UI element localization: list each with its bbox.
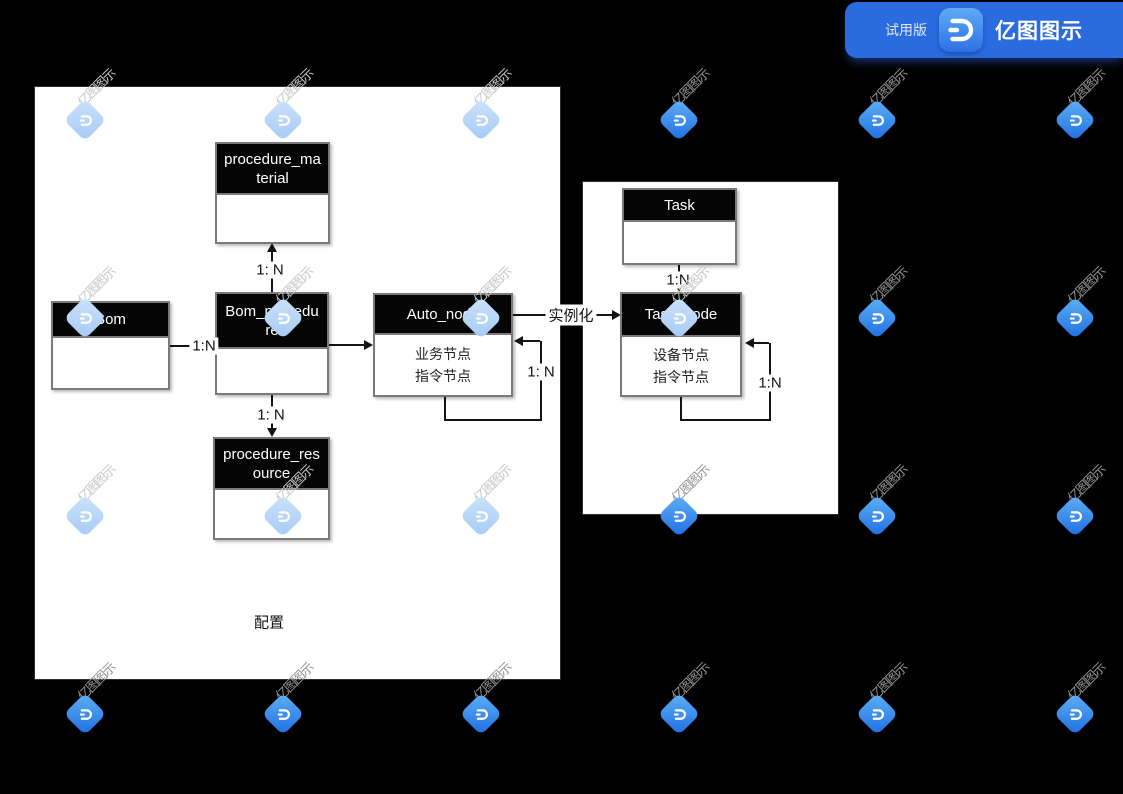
entity-title: procedure_res ource <box>223 445 320 482</box>
edraw-logo-icon <box>261 692 305 736</box>
watermark-text: 亿图图示 <box>1064 462 1108 506</box>
entity-body <box>217 349 327 393</box>
entity-header: Task <box>624 190 735 222</box>
edraw-logo-icon <box>1053 692 1097 736</box>
trial-banner[interactable]: 试用版 亿图图示 <box>845 2 1123 58</box>
entity-title: Bom_procedu re <box>225 302 319 339</box>
entity-header: procedure_res ource <box>215 439 328 490</box>
edraw-logo-icon <box>855 98 899 142</box>
trial-version-label: 试用版 <box>885 22 927 38</box>
arrowhead-right <box>612 310 621 320</box>
connector-autonode-loop-seg1[interactable] <box>444 397 446 421</box>
watermark-dark: 亿图图示 <box>855 66 910 142</box>
entity-body <box>215 490 328 538</box>
edraw-logo-icon <box>459 692 503 736</box>
entity-header: procedure_ma terial <box>217 144 328 195</box>
watermark-text: 亿图图示 <box>866 66 910 110</box>
connector-tasknode-loop-seg2[interactable] <box>680 419 771 421</box>
relation-label-bomprocedure-material[interactable]: 1: N <box>253 261 287 279</box>
connector-tasknode-loop-seg4[interactable] <box>753 342 769 344</box>
watermark-dark: 亿图图示 <box>657 660 712 736</box>
relation-label-autonode-loop[interactable]: 1: N <box>524 363 558 381</box>
entity-title: Task <box>664 196 695 214</box>
watermark-text: 亿图图示 <box>866 660 910 704</box>
arrowhead-up <box>267 243 277 252</box>
entity-header: Task_node <box>622 294 740 337</box>
watermark-dark: 亿图图示 <box>1053 264 1108 340</box>
watermark-text: 亿图图示 <box>668 66 712 110</box>
watermark-dark: 亿图图示 <box>657 66 712 142</box>
watermark-text: 亿图图示 <box>1064 66 1108 110</box>
edraw-logo-icon <box>855 692 899 736</box>
watermark-dark: 亿图图示 <box>1053 660 1108 736</box>
entity-procedure-resource[interactable]: procedure_res ource <box>213 437 330 540</box>
watermark-text: 亿图图示 <box>866 264 910 308</box>
entity-bom[interactable]: Bom <box>51 301 170 390</box>
entity-body-text: 设备节点 指令节点 <box>653 347 709 385</box>
arrowhead-right <box>364 340 373 350</box>
entity-body <box>624 222 735 263</box>
watermark-dark: 亿图图示 <box>459 660 514 736</box>
watermark-text: 亿图图示 <box>1064 660 1108 704</box>
watermark-dark: 亿图图示 <box>1053 462 1108 538</box>
watermark-text: 亿图图示 <box>866 462 910 506</box>
watermark-dark: 亿图图示 <box>1053 66 1108 142</box>
relation-label-tasknode-loop[interactable]: 1:N <box>755 374 785 392</box>
connector-autonode-loop-seg2[interactable] <box>444 419 542 421</box>
relation-label-task-tasknode[interactable]: 1:N <box>663 271 693 289</box>
entity-title: Auto_node <box>406 305 480 323</box>
watermark-text: 亿图图示 <box>668 660 712 704</box>
connector-bomprocedure-autonode[interactable] <box>329 344 367 346</box>
entity-title: procedure_ma terial <box>224 150 321 187</box>
connector-autonode-loop-seg4[interactable] <box>522 340 540 342</box>
entity-body: 设备节点 指令节点 <box>622 337 740 395</box>
brand-name: 亿图图示 <box>995 20 1083 43</box>
watermark-text: 亿图图示 <box>1064 264 1108 308</box>
entity-title: Task_node <box>644 306 718 323</box>
entity-header: Bom_procedu re <box>217 294 327 349</box>
edraw-logo-icon <box>1053 296 1097 340</box>
watermark-dark: 亿图图示 <box>855 660 910 736</box>
edraw-logo-icon <box>63 692 107 736</box>
entity-procedure-material[interactable]: procedure_ma terial <box>215 142 330 244</box>
watermark-dark: 亿图图示 <box>855 264 910 340</box>
entity-body: 业务节点 指令节点 <box>375 335 511 395</box>
entity-auto-node[interactable]: Auto_node 业务节点 指令节点 <box>373 293 513 397</box>
edraw-logo-icon <box>1053 98 1097 142</box>
entity-body <box>217 195 328 242</box>
entity-title: Bom <box>95 311 126 328</box>
edraw-logo-icon <box>657 98 701 142</box>
relation-label-bom-bomprocedure[interactable]: 1:N <box>189 337 219 355</box>
entity-body-text: 业务节点 指令节点 <box>415 346 471 384</box>
connector-autonode-loop-seg3[interactable] <box>540 341 542 421</box>
arrowhead-left <box>745 338 754 348</box>
arrowhead-left <box>514 336 523 346</box>
edraw-logo-icon <box>855 296 899 340</box>
edraw-logo-icon <box>939 8 983 52</box>
edraw-logo-icon <box>657 692 701 736</box>
watermark-dark: 亿图图示 <box>63 660 118 736</box>
relation-label-instantiate[interactable]: 实例化 <box>545 304 597 326</box>
relation-label-bomprocedure-resource[interactable]: 1: N <box>254 406 288 424</box>
entity-header: Auto_node <box>375 295 511 335</box>
edraw-logo-icon <box>855 494 899 538</box>
watermark-dark: 亿图图示 <box>261 660 316 736</box>
edraw-logo-icon <box>1053 494 1097 538</box>
entity-task[interactable]: Task <box>622 188 737 265</box>
connector-tasknode-loop-seg1[interactable] <box>680 397 682 421</box>
arrowhead-down <box>267 428 277 437</box>
entity-bom-procedure[interactable]: Bom_procedu re <box>215 292 329 395</box>
config-caption[interactable]: 配置 <box>253 614 285 632</box>
entity-task-node[interactable]: Task_node 设备节点 指令节点 <box>620 292 742 397</box>
watermark-dark: 亿图图示 <box>855 462 910 538</box>
entity-body <box>53 338 168 388</box>
entity-header: Bom <box>53 303 168 338</box>
